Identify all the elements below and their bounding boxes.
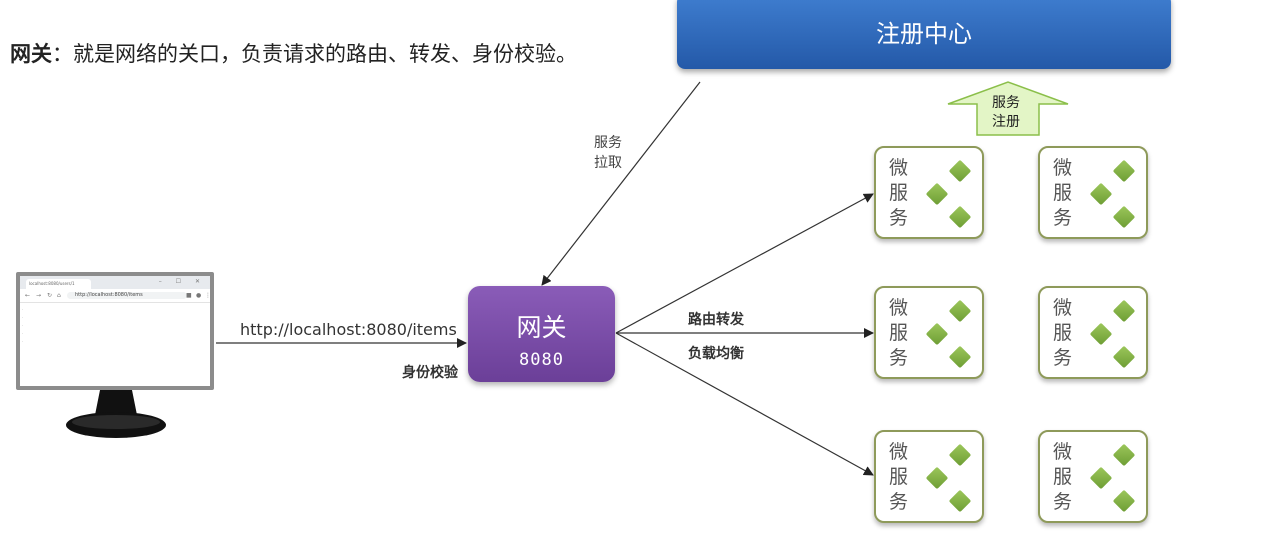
microservice-char: 务 — [1053, 347, 1073, 369]
microservice-label: 微服务 — [1053, 156, 1075, 231]
route-arrow-bottom — [615, 332, 874, 476]
reload-icon: ↻ — [47, 292, 53, 299]
microservice-char: 服 — [889, 322, 909, 344]
line-gutter: ····· — [22, 307, 24, 344]
diamond-icon — [948, 159, 972, 183]
gateway-name: 网关 — [516, 313, 567, 342]
microservice-char: 微 — [889, 441, 909, 463]
registry-center: 注册中心 — [677, 0, 1171, 69]
diamond-icon — [948, 205, 972, 229]
diamond-icon — [1112, 159, 1136, 183]
registration-label-line1: 服务 — [992, 95, 1020, 111]
browser-navbar: ← → ↻ ⌂ http://localhost:8080/items ■ ● … — [20, 289, 211, 303]
microservice-char: 服 — [1053, 182, 1073, 204]
microservice-char: 微 — [1053, 441, 1073, 463]
diamond-icon — [1089, 182, 1113, 206]
microservice-char: 务 — [1053, 491, 1073, 513]
diamond-icon — [1112, 489, 1136, 513]
browser-tabbar: localhost:8080/users/1 – ☐ ✕ — [20, 276, 210, 289]
menu-icon: ⋮ — [205, 292, 211, 299]
diamond-icon — [1089, 322, 1113, 346]
microservice-char: 微 — [1053, 297, 1073, 319]
microservice-char: 务 — [889, 347, 909, 369]
pull-label-line1: 服务 — [594, 135, 622, 151]
diamond-icon — [1112, 205, 1136, 229]
diamond-icon — [1089, 466, 1113, 490]
registry-label: 注册中心 — [876, 20, 972, 48]
request-url-label: http://localhost:8080/items — [240, 320, 457, 339]
gateway-port: 8080 — [519, 350, 564, 370]
diamond-icon — [948, 299, 972, 323]
forward-icon: → — [36, 292, 42, 299]
headline: 网关：就是网络的关口，负责请求的路由、转发、身份校验。 — [10, 38, 577, 68]
registration-arrow-icon — [947, 81, 1069, 136]
diamond-icon — [948, 443, 972, 467]
microservice-char: 务 — [1053, 207, 1073, 229]
registration-label: 服务 注册 — [975, 94, 1037, 132]
microservice-char: 服 — [889, 466, 909, 488]
microservice-char: 服 — [889, 182, 909, 204]
microservice-char: 服 — [1053, 322, 1073, 344]
route-arrow-top — [615, 193, 874, 334]
microservice-label: 微服务 — [889, 296, 911, 371]
microservice-box: 微服务 — [874, 146, 984, 239]
back-icon: ← — [25, 292, 31, 299]
microservice-box: 微服务 — [1038, 286, 1148, 379]
headline-definition: ：就是网络的关口，负责请求的路由、转发、身份校验。 — [52, 42, 577, 66]
microservice-label: 微服务 — [1053, 296, 1075, 371]
route-forward-label: 路由转发 — [688, 312, 744, 328]
diamond-icon — [1112, 299, 1136, 323]
client-monitor-icon: localhost:8080/users/1 – ☐ ✕ ← → ↻ ⌂ htt… — [16, 272, 214, 390]
microservice-char: 服 — [1053, 466, 1073, 488]
microservice-box: 微服务 — [1038, 430, 1148, 523]
headline-term: 网关 — [10, 42, 52, 66]
microservice-label: 微服务 — [1053, 440, 1075, 515]
registration-label-line2: 注册 — [992, 114, 1020, 130]
microservice-char: 微 — [889, 297, 909, 319]
diamond-icon — [1112, 443, 1136, 467]
diamond-icon — [925, 322, 949, 346]
browser-tab: localhost:8080/users/1 — [26, 279, 91, 289]
microservice-char: 微 — [1053, 157, 1073, 179]
pull-label: 服务 拉取 — [588, 133, 628, 173]
diamond-icon — [948, 489, 972, 513]
microservice-box: 微服务 — [874, 430, 984, 523]
profile-icon: ● — [196, 292, 202, 299]
microservice-char: 务 — [889, 491, 909, 513]
address-bar: http://localhost:8080/items — [67, 292, 187, 299]
load-balance-label: 负载均衡 — [688, 346, 744, 362]
extension-icon: ■ — [186, 292, 192, 299]
diamond-icon — [925, 182, 949, 206]
microservice-char: 务 — [889, 207, 909, 229]
microservice-label: 微服务 — [889, 156, 911, 231]
gateway-node: 网关 8080 — [468, 286, 615, 382]
monitor-stand-icon — [66, 390, 166, 438]
pull-arrow — [541, 81, 701, 286]
microservice-box: 微服务 — [1038, 146, 1148, 239]
microservice-label: 微服务 — [889, 440, 911, 515]
auth-label: 身份校验 — [402, 365, 458, 381]
diamond-icon — [948, 345, 972, 369]
microservice-box: 微服务 — [874, 286, 984, 379]
browser-window: localhost:8080/users/1 – ☐ ✕ ← → ↻ ⌂ htt… — [20, 276, 211, 386]
diamond-icon — [1112, 345, 1136, 369]
microservice-char: 微 — [889, 157, 909, 179]
window-controls: – ☐ ✕ — [158, 278, 206, 285]
diamond-icon — [925, 466, 949, 490]
pull-label-line2: 拉取 — [594, 155, 622, 171]
home-icon: ⌂ — [57, 292, 61, 299]
